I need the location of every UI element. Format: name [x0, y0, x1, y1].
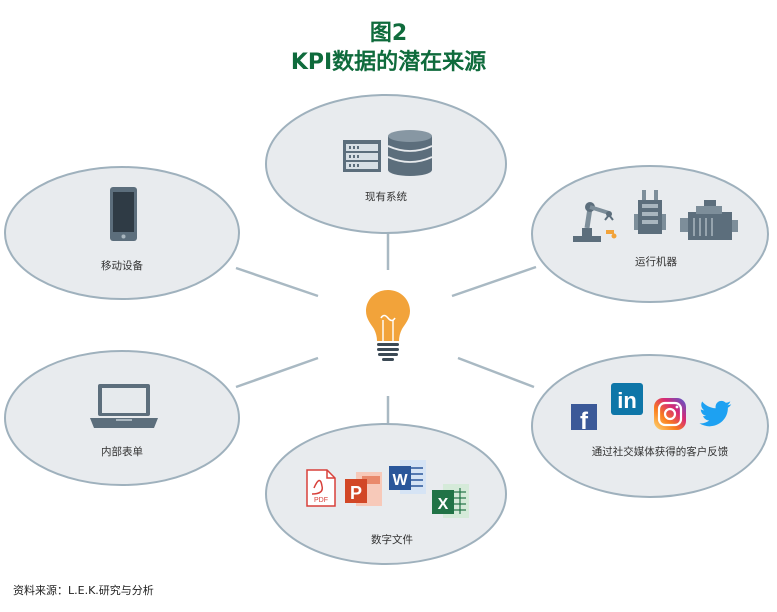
label-operating-machines: 运行机器	[635, 255, 677, 268]
twitter-icon	[699, 400, 732, 427]
linkedin-icon: in	[611, 383, 643, 415]
figure-number: 图2	[369, 21, 408, 46]
server-rack-icon	[343, 140, 381, 172]
word-letter: W	[392, 472, 408, 489]
laptop-icon	[90, 384, 158, 428]
label-internal-forms: 内部表单	[101, 445, 143, 458]
engine-icon	[680, 200, 738, 240]
node-existing-systems	[265, 94, 507, 234]
database-icon	[387, 130, 433, 176]
connector-forms	[235, 356, 319, 389]
pdf-icon: PDF	[306, 469, 336, 507]
excel-letter: X	[438, 496, 449, 513]
connectors	[235, 232, 537, 432]
facebook-letter: f	[580, 408, 589, 435]
instagram-icon	[654, 398, 686, 430]
pdf-label: PDF	[314, 497, 328, 504]
powerpoint-icon: P	[345, 472, 382, 506]
transformer-icon	[634, 190, 666, 234]
powerpoint-letter: P	[350, 483, 362, 503]
label-existing-systems: 现有系统	[365, 190, 407, 203]
connector-mobile	[235, 266, 319, 298]
label-digital-files: 数字文件	[371, 533, 413, 546]
linkedin-letters: in	[617, 388, 637, 413]
label-mobile-devices: 移动设备	[101, 259, 143, 272]
node-social-feedback	[531, 354, 769, 498]
excel-icon: X	[432, 484, 469, 518]
facebook-icon: f	[571, 404, 597, 435]
word-icon: W	[389, 460, 426, 494]
label-social-feedback: 通过社交媒体获得的客户反馈	[592, 445, 729, 458]
smartphone-icon	[110, 187, 137, 241]
robot-arm-icon	[573, 202, 617, 242]
node-digital-files	[265, 423, 507, 565]
connector-social	[457, 356, 535, 389]
lightbulb-icon	[366, 290, 410, 361]
figure-title: KPI数据的潜在来源	[290, 50, 487, 75]
source-note: 资料来源：L.E.K.研究与分析	[13, 584, 154, 597]
connector-machines	[451, 265, 537, 298]
